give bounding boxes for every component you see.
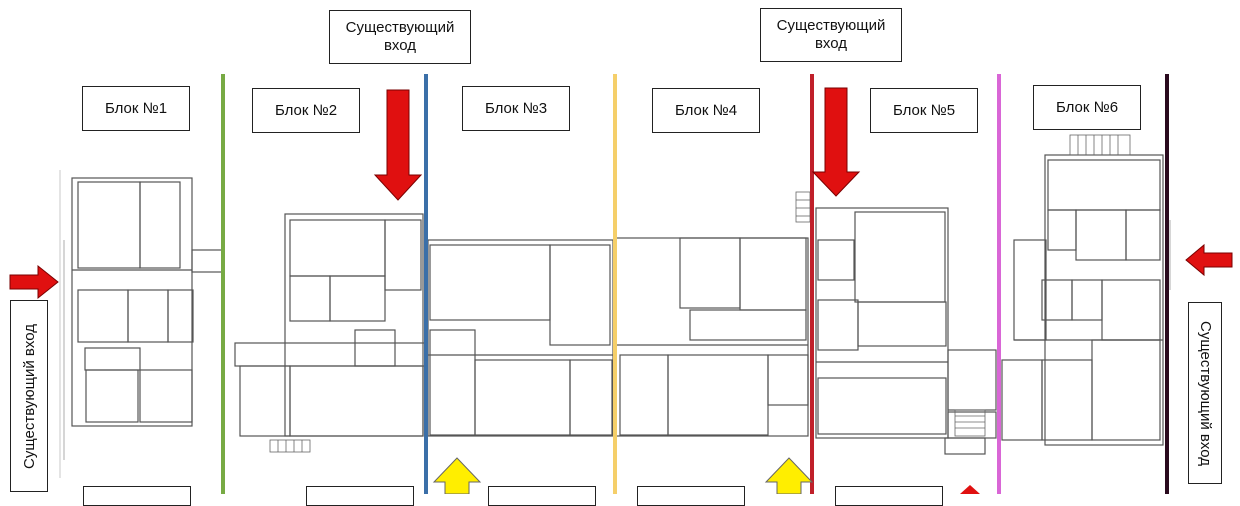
arrow-left-icon (1185, 243, 1233, 277)
plan-stairs (59, 134, 1171, 478)
divider-block-2-3 (424, 74, 428, 494)
entrance-label-top-right: Существующий вход (760, 8, 902, 62)
block-label-5: Блок №5 (870, 88, 978, 133)
divider-block-6-end (1165, 74, 1169, 494)
arrow-down-icon (811, 87, 861, 197)
arrows-layer (9, 87, 1233, 494)
arrow-up-icon (960, 485, 980, 494)
arrow-up-icon (764, 457, 814, 494)
divider-block-5-6 (997, 74, 1001, 494)
block-label-3: Блок №3 (462, 86, 570, 131)
block-label-2: Блок №2 (252, 88, 360, 133)
arrow-right-icon (9, 264, 59, 300)
block-label-6: Блок №6 (1033, 85, 1141, 130)
block-label-1: Блок №1 (82, 86, 190, 131)
arrow-down-icon (373, 89, 423, 201)
entrance-label-left: Существующий вход (10, 300, 48, 492)
divider-block-4-5 (810, 74, 814, 494)
entrance-label-right: Существующий вход (1188, 302, 1222, 484)
arrow-up-icon (432, 457, 482, 494)
divider-block-1-2 (221, 74, 225, 494)
block-label-4: Блок №4 (652, 88, 760, 133)
entrance-label-top-left: Существующий вход (329, 10, 471, 64)
divider-block-3-4 (613, 74, 617, 494)
